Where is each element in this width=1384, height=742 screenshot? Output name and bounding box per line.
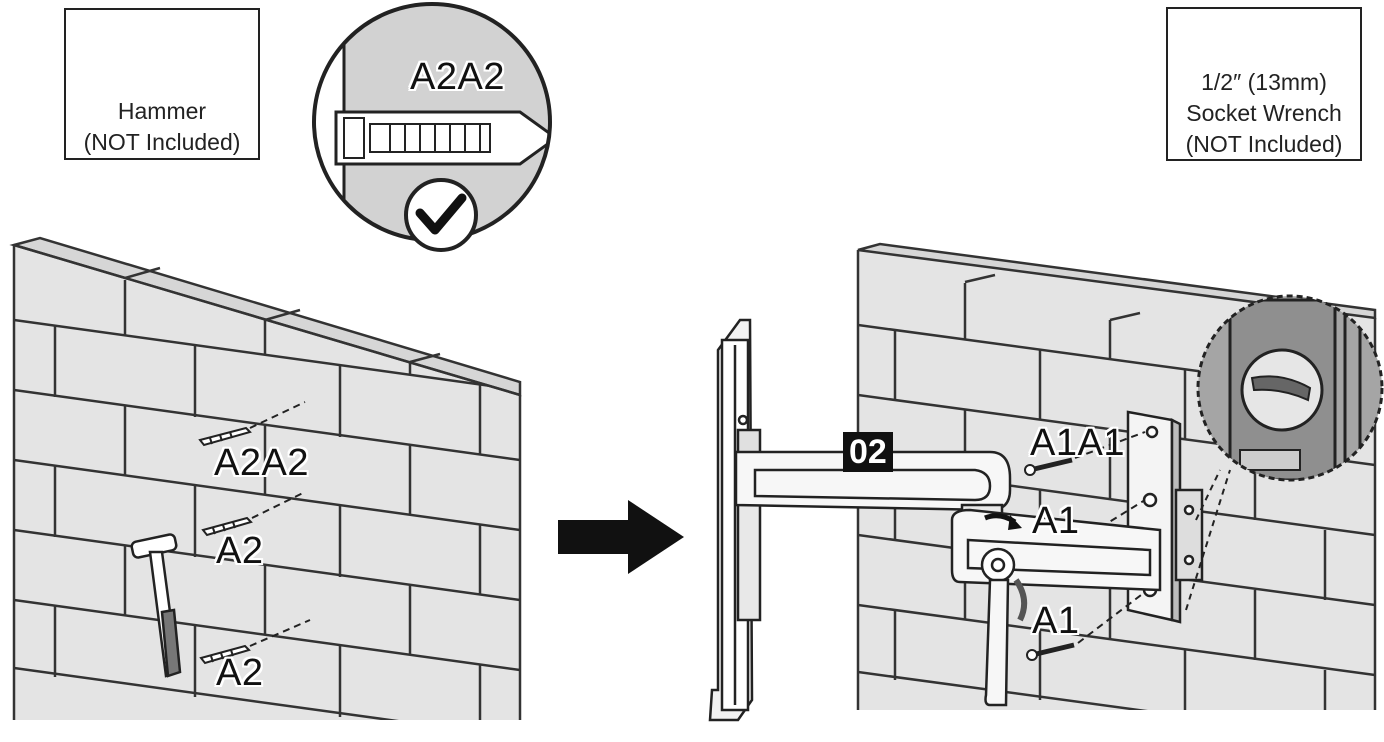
checkmark-icon: [404, 178, 478, 252]
label-anchor-bottom: A2: [216, 652, 264, 694]
anchor-top: [198, 426, 252, 447]
step-badge: 02: [843, 432, 893, 472]
anchor-bottom: [199, 644, 251, 665]
label-bolt-top: A1A1: [1030, 422, 1125, 464]
hammer-name: Hammer: [117, 98, 207, 124]
wrench-note: (NOT Included): [1185, 131, 1343, 157]
label-anchor-top: A2A2: [214, 442, 309, 484]
hammer-tool-box: Hammer (NOT Included): [64, 8, 260, 160]
wrench-name: Socket Wrench: [1186, 100, 1342, 126]
anchor-detail-circle: [312, 2, 552, 252]
hammer-on-wall: [130, 533, 182, 678]
lag-bolt-bottom: [1026, 642, 1075, 661]
hammer-note: (NOT Included): [83, 129, 241, 155]
bracket-zoom-circle: [1196, 294, 1384, 482]
arrow-right-icon: [558, 500, 684, 574]
anchor-middle: [201, 516, 253, 537]
left-wall-anchors: [198, 426, 253, 665]
lag-bolt-top: [1024, 457, 1073, 476]
label-bolt-middle: A1: [1032, 500, 1080, 542]
tv-plate: [708, 318, 762, 722]
wrench-size: 1/2″ (13mm): [1201, 69, 1327, 95]
wrench-tool-box: 1/2″ (13mm) Socket Wrench (NOT Included): [1166, 7, 1362, 161]
wrench-on-arm: [980, 547, 1028, 707]
label-anchor-middle: A2: [216, 530, 264, 572]
label-anchor-detail: A2A2: [410, 56, 505, 98]
label-bolt-bottom: A1: [1032, 600, 1080, 642]
